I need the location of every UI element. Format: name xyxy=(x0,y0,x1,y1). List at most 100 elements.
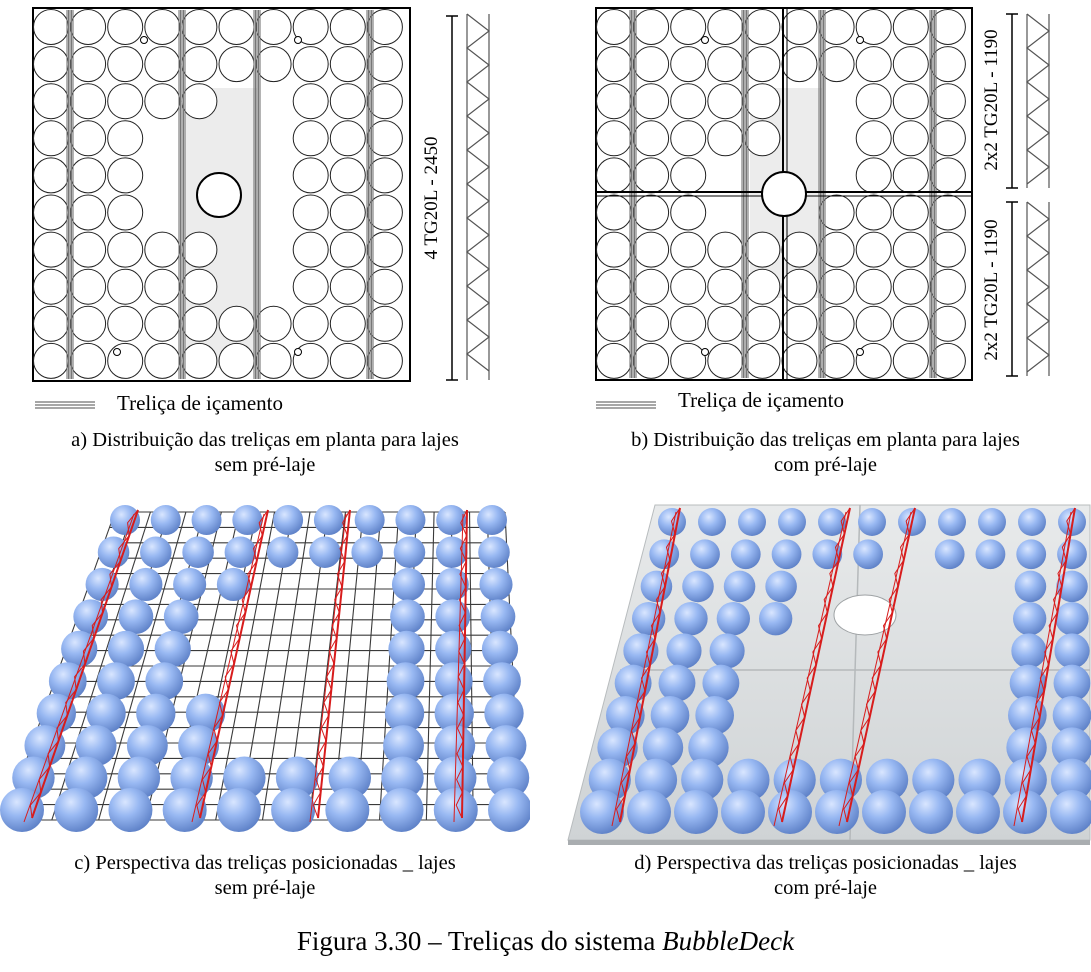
bubble xyxy=(1011,633,1047,669)
plan-b-bubble xyxy=(596,231,632,268)
bubble xyxy=(351,536,383,568)
plan-a-bubble xyxy=(329,157,366,194)
plan-a-bubble xyxy=(70,305,107,342)
bubble xyxy=(1053,664,1091,702)
plan-b-legend-swatch xyxy=(596,401,656,409)
bubble xyxy=(778,508,806,536)
bubble xyxy=(1009,664,1047,702)
truss-chord xyxy=(838,511,912,827)
truss-chord xyxy=(191,513,265,823)
plan-b-bubble xyxy=(670,83,707,120)
plan-b-bubble xyxy=(855,46,892,83)
plan-b-bubble xyxy=(633,268,670,305)
plan-b-dimension-label-top: 2x2 TG20L - 1190 xyxy=(981,29,1002,170)
bubble xyxy=(223,756,266,799)
bubble xyxy=(1004,758,1047,801)
plan-b-bubble xyxy=(670,9,707,45)
plan-a-bubble xyxy=(33,194,69,231)
plan-a-bubble xyxy=(255,305,292,342)
plan-b-truss-elevation xyxy=(1026,13,1050,376)
plan-a-bubble xyxy=(33,157,69,194)
bubble xyxy=(479,567,513,601)
caption-d: d) Perspectiva das treliças posicionadas… xyxy=(560,851,1091,901)
plan-b-bubble xyxy=(892,305,929,342)
bubble xyxy=(815,790,859,834)
plan-b-bubble xyxy=(855,342,892,379)
plan-a-bubbles xyxy=(33,9,403,379)
plan-a-bubble xyxy=(70,342,107,379)
plan-a-legend-swatch xyxy=(35,401,95,409)
bubble xyxy=(325,788,370,832)
plan-b-bubble xyxy=(707,231,744,268)
bubble xyxy=(1052,696,1091,735)
plan-a-bubble xyxy=(33,9,69,45)
plan-a-bubble xyxy=(218,46,255,83)
plan-a-bubble xyxy=(107,46,144,83)
plan-b-bubble xyxy=(670,157,707,194)
bubble xyxy=(649,539,680,570)
bubble xyxy=(328,756,372,799)
bubble xyxy=(126,725,168,766)
plan-b-bubble xyxy=(744,342,781,379)
bubble xyxy=(818,508,846,536)
bubble xyxy=(723,570,756,603)
bubble xyxy=(232,505,263,535)
bubble xyxy=(435,536,468,568)
bubble xyxy=(395,505,426,535)
bubble xyxy=(266,536,299,568)
plan-a-bubble xyxy=(255,342,292,379)
plan-a-bubble xyxy=(144,231,181,268)
plan-a-opening xyxy=(196,172,242,218)
zig-diagonals xyxy=(466,13,490,372)
plan-a-bubble xyxy=(107,231,144,268)
bubble xyxy=(271,788,316,832)
plan-a-bubble xyxy=(255,46,292,83)
bubble xyxy=(682,570,714,603)
plan-b-bubble xyxy=(744,9,781,45)
bubble xyxy=(771,539,802,570)
bubble xyxy=(1055,602,1089,636)
truss-chord xyxy=(1013,511,1072,827)
plan-b-bubble xyxy=(707,9,744,45)
plan-b-bubble xyxy=(596,342,632,379)
bubble xyxy=(768,790,812,834)
plan-b-bubble xyxy=(818,231,855,268)
bubble xyxy=(354,505,385,535)
plan-a-bubble xyxy=(181,342,218,379)
bubble xyxy=(145,662,184,700)
zig-diagonals xyxy=(1026,13,1050,185)
plan-b-bubble xyxy=(818,9,855,45)
truss-diagonals xyxy=(1017,507,1076,823)
caption-b: b) Distribuição das treliças em planta p… xyxy=(560,428,1091,478)
plan-b-bubble xyxy=(818,268,855,305)
bubble xyxy=(909,790,953,834)
plan-b: 2x2 TG20L - 1190 2x2 TG20L - 1190 xyxy=(595,7,1050,409)
bubble xyxy=(435,567,469,601)
caption-a-line1: a) Distribuição das treliças em planta p… xyxy=(71,429,459,451)
bubble xyxy=(73,599,108,634)
bubble xyxy=(642,727,684,768)
truss-diagonals xyxy=(615,507,681,823)
bubble xyxy=(483,662,521,700)
plan-a-bubble xyxy=(292,268,329,305)
plan-b-lift-point xyxy=(856,348,864,356)
plan-b-bubble xyxy=(855,305,892,342)
plan-a-bubble xyxy=(70,46,107,83)
bubble xyxy=(721,790,765,834)
bubble xyxy=(75,725,117,766)
bubble xyxy=(866,758,909,801)
bubble xyxy=(224,536,257,568)
plan-b-truss-lines xyxy=(629,10,937,378)
bubble xyxy=(182,536,214,568)
plan-b-bubble xyxy=(707,268,744,305)
plan-a-bubble xyxy=(329,194,366,231)
plan-a-bubble xyxy=(107,342,144,379)
plan-a-bubble xyxy=(218,9,255,45)
bubble xyxy=(650,696,690,735)
bubble xyxy=(485,725,527,766)
plan-b-bubble xyxy=(892,83,929,120)
figure-title-prefix: Figura 3.30 – Treliças do sistema xyxy=(296,926,663,956)
bubble xyxy=(216,567,250,601)
bubble xyxy=(191,505,222,535)
bubble xyxy=(162,788,207,832)
